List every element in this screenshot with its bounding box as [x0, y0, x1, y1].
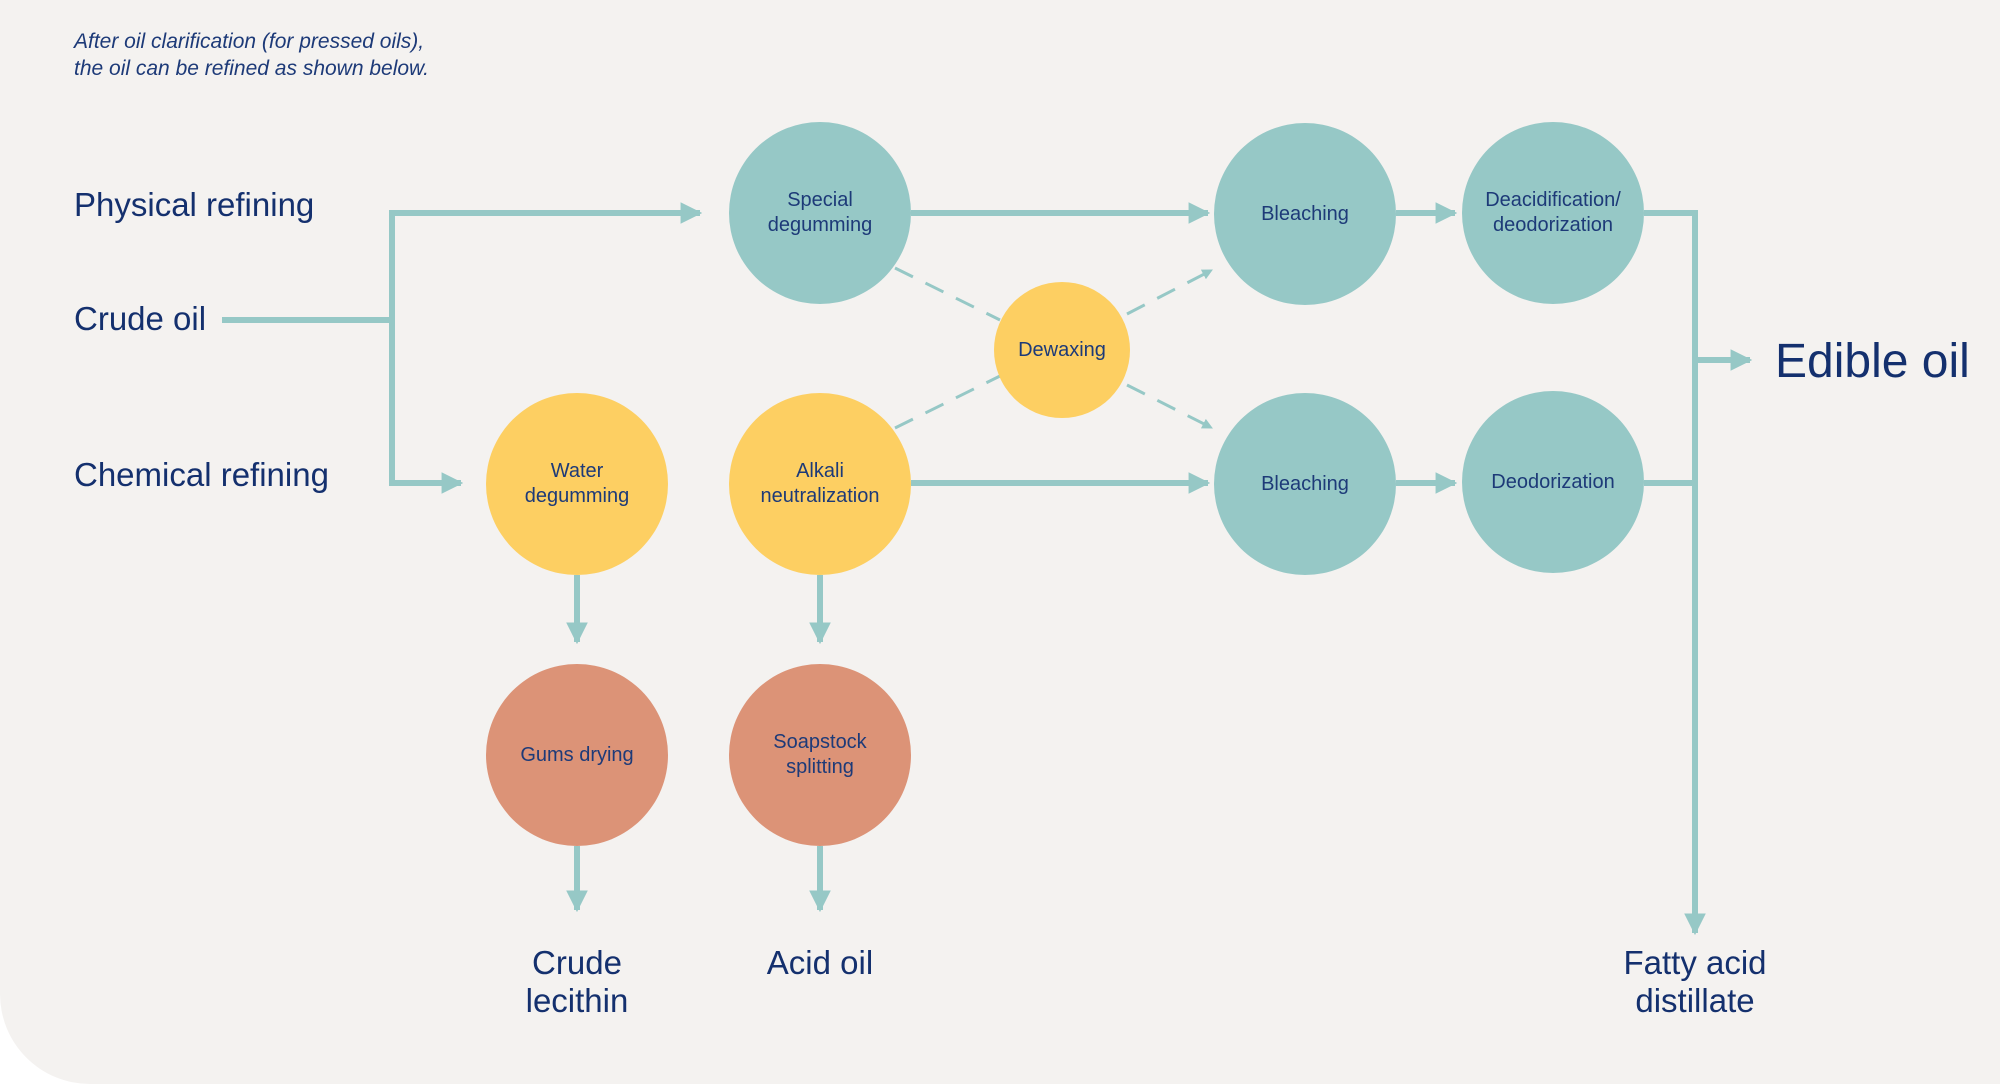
intro-line-2: the oil can be refined as shown below. [74, 57, 429, 80]
acid-oil-output: Acid oil [690, 944, 950, 982]
crude-oil-label: Crude oil [74, 300, 207, 337]
physical-branch-arrow [389, 202, 703, 320]
deacidification-out-line [1644, 210, 1698, 483]
crude-lecithin-line-2: lecithin [525, 982, 629, 1019]
bleaching-bottom-node: Bleaching [1214, 393, 1396, 575]
acid-oil-label: Acid oil [766, 944, 874, 981]
gums-drying-node: Gums drying [486, 664, 668, 846]
dewaxing-node: Dewaxing [994, 282, 1130, 418]
gums-drying-label: Gums drying [520, 743, 634, 766]
alkali-neutralization-node: Alkali neutralization [729, 393, 911, 575]
bleaching-top-node: Bleaching [1214, 123, 1396, 305]
fatty-acid-distillate-output: Fatty acid distillate [1565, 944, 1825, 1020]
alkali-neutralization-line-1: Alkali [796, 460, 844, 482]
dewaxing-to-bleaching-bottom-dashed [1126, 383, 1213, 430]
crude-lecithin-output: Crude lecithin [447, 944, 707, 1020]
deacidification-line-1: Deacidification/ [1485, 189, 1621, 211]
water-degumming-node: Water degumming [486, 393, 668, 575]
fatty-acid-line-1: Fatty acid [1623, 944, 1767, 981]
bleaching-bottom-label: Bleaching [1261, 472, 1349, 495]
dewaxing-label: Dewaxing [1018, 338, 1106, 361]
intro-note: After oil clarification (for pressed oil… [74, 28, 594, 82]
soapstock-splitting-node: Soapstock splitting [729, 664, 911, 846]
physical-refining-label: Physical refining [74, 186, 315, 223]
special-to-dewaxing-dashed [894, 266, 1001, 322]
soapstock-splitting-line-2: splitting [786, 756, 854, 778]
crude-lecithin-line-1: Crude [532, 944, 622, 981]
bleaching-top-label: Bleaching [1261, 202, 1349, 225]
water-degumming-line-2: degumming [524, 485, 630, 507]
fatty-acid-line-2: distillate [1635, 982, 1755, 1019]
water-degumming-line-1: Water [550, 460, 604, 482]
special-degumming-node: Special degumming [729, 122, 911, 304]
intro-line-1: After oil clarification (for pressed oil… [74, 30, 425, 53]
special-degumming-line-1: Special [787, 189, 853, 211]
dewaxing-to-bleaching-top-dashed [1126, 268, 1213, 316]
deacidification-line-2: deodorization [1492, 214, 1614, 236]
deodorization-node: Deodorization [1462, 391, 1644, 573]
edible-oil-output: Edible oil [1775, 335, 1970, 388]
deacidification-deodorization-node: Deacidification/deodorization [1462, 122, 1644, 304]
chemical-refining-label: Chemical refining [74, 456, 329, 493]
chemical-branch-arrow [389, 320, 464, 494]
alkali-neutralization-line-2: neutralization [760, 485, 880, 507]
alkali-to-dewaxing-dashed [894, 374, 1001, 430]
special-degumming-line-2: degumming [767, 214, 873, 236]
deodorization-label: Deodorization [1491, 470, 1615, 493]
soapstock-splitting-line-1: Soapstock [773, 731, 867, 753]
